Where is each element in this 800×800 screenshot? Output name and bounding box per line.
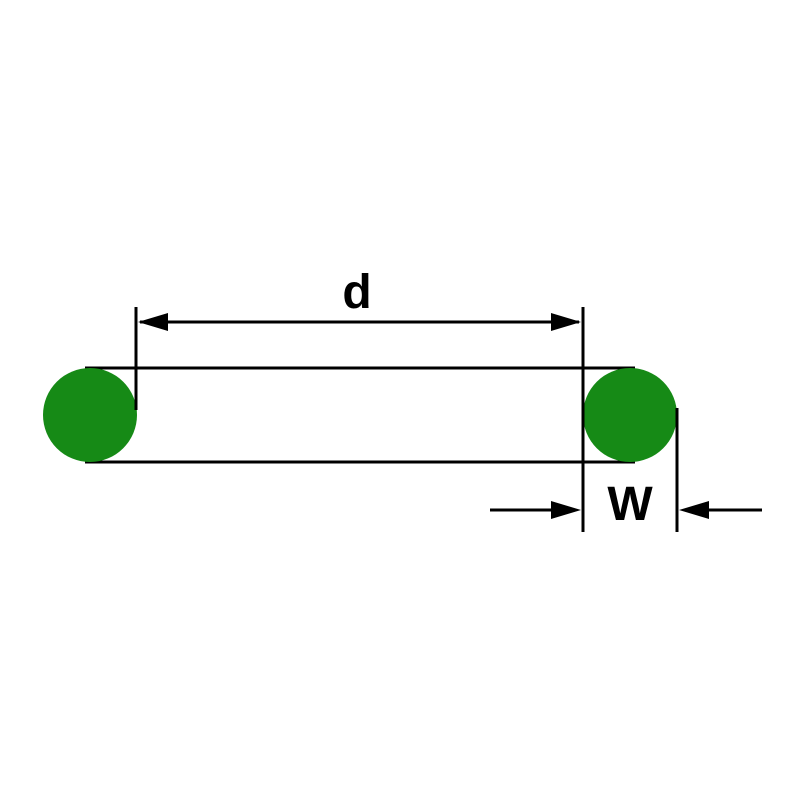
w-arrowhead-right-icon <box>679 501 709 519</box>
oring-right-cross-section <box>583 368 677 462</box>
d-arrowhead-left-icon <box>138 313 168 331</box>
w-label: W <box>607 478 653 531</box>
w-arrowhead-left-icon <box>551 501 581 519</box>
d-arrowhead-right-icon <box>551 313 581 331</box>
d-label: d <box>342 266 371 319</box>
oring-left-cross-section <box>43 368 137 462</box>
